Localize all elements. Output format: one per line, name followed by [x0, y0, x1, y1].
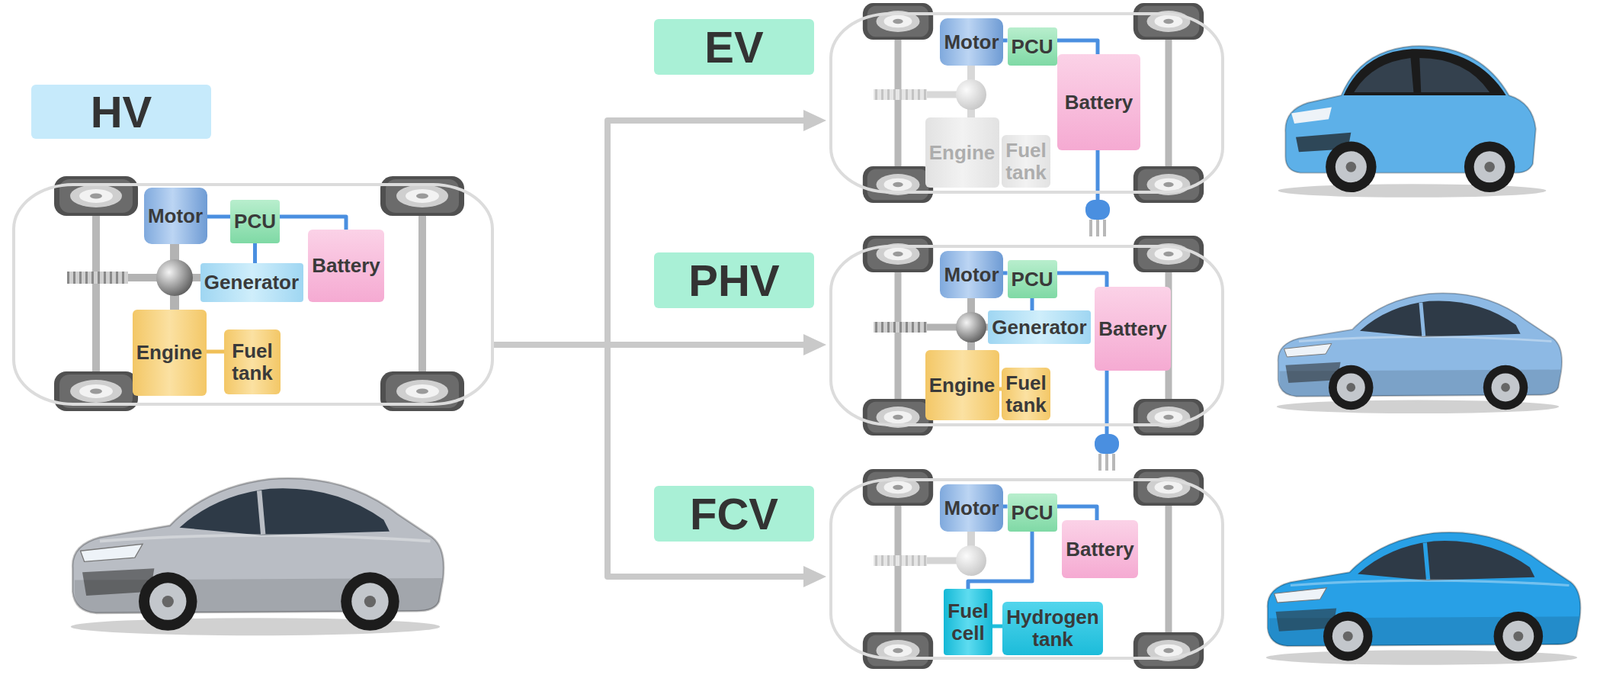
component-label: Engine — [136, 341, 203, 364]
component-wire — [254, 243, 256, 263]
motor-block: Motor — [939, 18, 1004, 66]
component-wire — [1057, 506, 1098, 520]
vehicle-type-label: PHV — [654, 252, 815, 308]
component-label: Fuel tank — [224, 339, 281, 384]
component-label: Fuel cell — [943, 599, 993, 644]
fuel-cell-block: Fuel cell — [943, 588, 993, 655]
pcu-block: PCU — [1007, 259, 1058, 299]
arrow-head — [803, 333, 827, 356]
component-label: Fuel tank — [1001, 139, 1051, 183]
pcu-block: PCU — [1007, 493, 1058, 532]
connector-line — [1003, 38, 1008, 43]
hv-car-picture — [70, 477, 444, 635]
arrow-head — [803, 109, 827, 132]
connector-line — [1057, 506, 1098, 520]
engine-block: Engine — [925, 349, 1000, 421]
fuel-tank-block: Fuel tank — [1001, 367, 1051, 421]
motor-block: Motor — [144, 187, 208, 244]
connector-line — [1057, 40, 1099, 55]
connector-line — [1003, 271, 1008, 276]
component-label: Generator — [204, 271, 299, 294]
component-label: Hydrogen tank — [1002, 606, 1104, 650]
connector-line — [1030, 298, 1035, 311]
component-wire — [1003, 272, 1008, 274]
component-wire — [206, 351, 225, 353]
component-wire — [1032, 298, 1033, 311]
connector-line — [279, 216, 347, 230]
component-wire — [1057, 272, 1108, 287]
pcu-block: PCU — [230, 199, 280, 244]
component-wire — [1057, 40, 1099, 55]
engine-block-disabled: Engine — [925, 117, 1000, 188]
component-label: Motor — [147, 205, 203, 228]
charging-plug — [1094, 370, 1120, 471]
connector-line — [1057, 272, 1108, 287]
phv-car-picture — [1276, 292, 1562, 414]
vehicle-type-label: HV — [31, 84, 212, 139]
component-label: Battery — [311, 254, 381, 277]
motor-block: Motor — [939, 250, 1004, 299]
ev-car-picture — [1278, 45, 1547, 198]
component-label: PCU — [1011, 501, 1054, 524]
ev-drivetrain — [862, 3, 1204, 203]
component-wire — [279, 216, 347, 230]
component-label: Battery — [1098, 317, 1168, 340]
component-wire — [992, 625, 1003, 627]
component-wire — [207, 216, 231, 218]
component-label: Engine — [929, 374, 996, 397]
connector-line — [206, 349, 225, 354]
component-label: Motor — [943, 31, 999, 54]
battery-block: Battery — [1057, 54, 1141, 151]
component-wire — [1003, 506, 1008, 507]
hydrogen-tank-block: Hydrogen tank — [1002, 601, 1104, 655]
connector-line — [253, 243, 257, 263]
fcv-chassis: FCVMotorPCUBatteryFuel cellHydrogen tank — [829, 477, 1225, 660]
derivation-arrow — [493, 344, 827, 587]
component-label: PCU — [1011, 35, 1054, 58]
component-label: Battery — [1064, 91, 1134, 114]
battery-block: Battery — [1094, 286, 1171, 371]
connector-line — [992, 624, 1003, 629]
fuel-tank-block-disabled: Fuel tank — [1001, 134, 1051, 188]
fcv-car-picture — [1266, 532, 1581, 665]
hv-drivetrain — [54, 176, 465, 411]
connector-line — [493, 120, 809, 345]
component-label: Motor — [943, 263, 999, 286]
component-label: Motor — [943, 496, 999, 520]
component-label: PCU — [1011, 268, 1054, 291]
battery-block: Battery — [307, 229, 385, 302]
pcu-block: PCU — [1007, 27, 1058, 66]
connector-line — [968, 531, 1033, 589]
component-label: PCU — [234, 210, 276, 233]
connector-line — [1003, 504, 1008, 509]
component-wire — [1003, 40, 1008, 42]
vehicle-type-label: EV — [654, 19, 815, 75]
generator-block: Generator — [987, 310, 1091, 344]
arrow-head — [803, 565, 827, 587]
ev-chassis: EVMotorPCUBatteryEngineFuel tank — [829, 12, 1225, 194]
component-label: Battery — [1065, 538, 1135, 561]
connector-line — [207, 214, 231, 219]
component-label: Fuel tank — [1001, 371, 1051, 416]
vehicle-type-label: FCV — [654, 485, 815, 542]
fcv-drivetrain — [862, 468, 1204, 669]
derivation-arrow — [493, 109, 827, 345]
hv-chassis: HVMotorPCUBatteryGeneratorEngineFuel tan… — [12, 182, 494, 406]
battery-block: Battery — [1061, 519, 1139, 578]
generator-block: Generator — [200, 262, 304, 302]
motor-block: Motor — [939, 484, 1004, 532]
component-label: Generator — [991, 316, 1087, 339]
phv-drivetrain — [862, 235, 1204, 436]
phv-chassis: PHVMotorPCUBatteryGeneratorEngineFuel ta… — [829, 244, 1225, 427]
engine-block: Engine — [132, 309, 207, 396]
component-wire — [968, 531, 1033, 589]
component-label: Engine — [929, 141, 996, 164]
connector-line — [493, 344, 809, 577]
fuel-tank-block: Fuel tank — [224, 329, 281, 395]
